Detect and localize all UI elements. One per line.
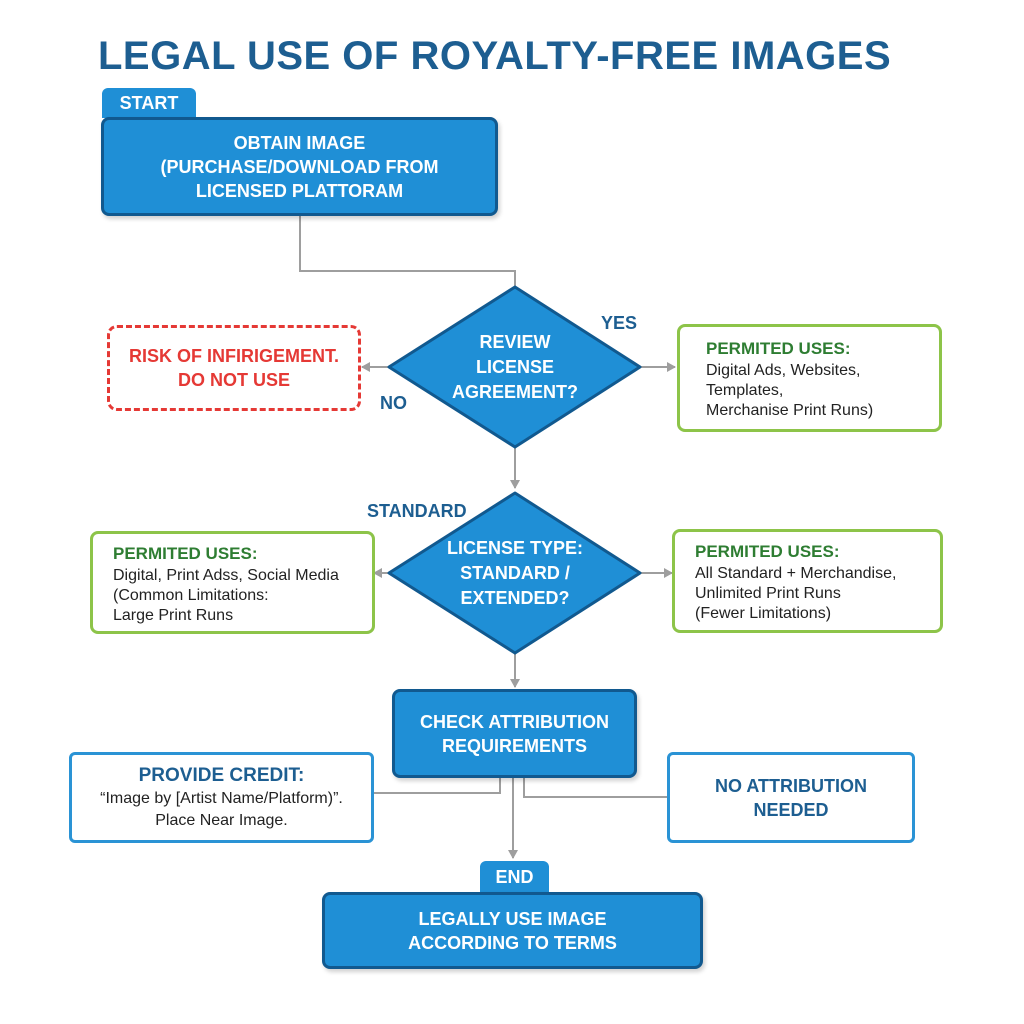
- review-license-diamond: [387, 285, 642, 449]
- connector-check-noattr: [523, 778, 667, 798]
- license-type-diamond: [387, 491, 642, 655]
- no-label: NO: [380, 393, 407, 413]
- start-tag: START: [102, 88, 196, 118]
- connector-check-credit: [374, 778, 501, 794]
- review-line: LICENSE: [475, 356, 554, 377]
- check-attr-line: REQUIREMENTS: [441, 735, 587, 756]
- permitted-line: (Common Limitations:: [113, 587, 269, 604]
- risk-box: RISK OF INFIRIGEMENT. DO NOT USE: [107, 325, 361, 411]
- risk-line: RISK OF INFIRIGEMENT.: [128, 346, 339, 366]
- end-tag: END: [480, 861, 549, 894]
- no-attr-line: NO ATTRIBUTION: [715, 775, 867, 796]
- check-attribution-box: CHECK ATTRIBUTION REQUIREMENTS: [392, 689, 637, 778]
- license-type-line: EXTENDED?: [460, 587, 570, 608]
- permitted-uses-standard-box: PERMITED USES: Digital, Print Adss, Soci…: [90, 531, 375, 634]
- permitted-heading: PERMITED USES:: [695, 542, 840, 561]
- permitted-uses-yes-box: PERMITED USES: Digital Ads, Websites, Te…: [677, 324, 942, 432]
- review-line: REVIEW: [479, 331, 551, 352]
- legally-use-box: LEGALLY USE IMAGE ACCORDING TO TERMS: [322, 892, 703, 969]
- permitted-line: Digital, Print Adss, Social Media: [113, 567, 339, 584]
- page-title: LEGAL USE OF ROYALTY-FREE IMAGES: [98, 34, 892, 78]
- license-type-label: LICENSE TYPE: STANDARD / EXTENDED?: [415, 528, 615, 618]
- permitted-line: Templates,: [706, 382, 784, 399]
- permitted-line: Large Print Runs: [113, 607, 234, 624]
- no-attr-line: NEEDED: [753, 799, 829, 820]
- legally-use-line: ACCORDING TO TERMS: [408, 932, 617, 953]
- obtain-line: OBTAIN IMAGE: [233, 132, 366, 153]
- provide-credit-box: PROVIDE CREDIT: “Image by [Artist Name/P…: [69, 752, 374, 843]
- license-type-line: LICENSE TYPE:: [446, 537, 584, 558]
- permitted-line: Digital Ads, Websites,: [706, 362, 861, 379]
- license-type-line: STANDARD /: [460, 562, 570, 583]
- permitted-line: Unlimited Print Runs: [695, 585, 841, 602]
- review-line: AGREEMENT?: [452, 381, 578, 402]
- check-attr-line: CHECK ATTRIBUTION: [420, 711, 609, 732]
- legally-use-line: LEGALLY USE IMAGE: [418, 908, 607, 929]
- connector-obtain-review: [299, 216, 516, 287]
- no-attribution-box: NO ATTRIBUTION NEEDED: [667, 752, 915, 843]
- provide-credit-line: “Image by [Artist Name/Platform)”.: [100, 789, 343, 807]
- permitted-uses-extended-box: PERMITED USES: All Standard + Merchandis…: [672, 529, 943, 633]
- provide-credit-heading: PROVIDE CREDIT:: [138, 764, 305, 786]
- permitted-heading: PERMITED USES:: [706, 339, 851, 358]
- permitted-heading: PERMITED USES:: [113, 544, 258, 563]
- permitted-line: (Fewer Limitations): [695, 605, 832, 622]
- obtain-image-box: OBTAIN IMAGE (PURCHASE/DOWNLOAD FROM LIC…: [101, 117, 498, 216]
- yes-label: YES: [601, 313, 638, 333]
- obtain-line: (PURCHASE/DOWNLOAD FROM: [160, 156, 439, 177]
- permitted-line: All Standard + Merchandise,: [695, 565, 897, 582]
- obtain-line: LICENSED PLATTORAM: [195, 180, 404, 201]
- permitted-line: Merchanise Print Runs): [706, 402, 874, 419]
- review-license-label: REVIEW LICENSE AGREEMENT?: [415, 322, 615, 412]
- standard-label: STANDARD: [367, 501, 467, 521]
- risk-line: DO NOT USE: [177, 370, 290, 390]
- provide-credit-line: Place Near Image.: [155, 811, 288, 829]
